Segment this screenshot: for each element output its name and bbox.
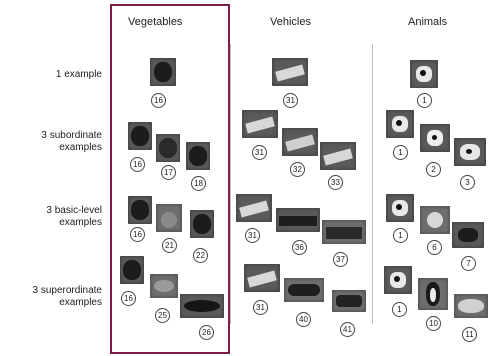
item-number-badge: 31 bbox=[283, 93, 298, 108]
item-number-badge: 21 bbox=[162, 238, 177, 253]
item-number-badge: 16 bbox=[121, 291, 136, 306]
dog-thumbnail-icon bbox=[410, 60, 438, 88]
item-number-badge: 32 bbox=[290, 162, 305, 177]
column-title-animals: Animals bbox=[408, 16, 448, 28]
dog-thumbnail-icon bbox=[386, 194, 414, 222]
item-number-badge: 36 bbox=[292, 240, 307, 255]
pepper-thumbnail-icon bbox=[156, 134, 180, 162]
dog-thumbnail-icon bbox=[386, 110, 414, 138]
truck-thumbnail-icon bbox=[282, 128, 318, 156]
motorcycle-thumbnail-icon bbox=[284, 278, 324, 302]
truck-thumbnail-icon bbox=[236, 194, 272, 222]
item-number-badge: 22 bbox=[193, 248, 208, 263]
item-number-badge: 40 bbox=[296, 312, 311, 327]
row-label-subordinate: 3 subordinate examples bbox=[41, 130, 102, 153]
pepper-thumbnail-icon bbox=[150, 58, 176, 86]
item-number-badge: 31 bbox=[252, 145, 267, 160]
vegetable-thumbnail-icon bbox=[156, 204, 182, 232]
pepper-thumbnail-icon bbox=[128, 196, 152, 224]
item-number-badge: 16 bbox=[151, 93, 166, 108]
item-number-badge: 1 bbox=[393, 145, 408, 160]
item-number-badge: 10 bbox=[426, 316, 441, 331]
truck-thumbnail-icon bbox=[322, 220, 366, 244]
truck-thumbnail-icon bbox=[272, 58, 308, 86]
item-number-badge: 33 bbox=[328, 175, 343, 190]
item-number-badge: 37 bbox=[333, 252, 348, 267]
dog-thumbnail-icon bbox=[384, 266, 412, 294]
vehicle-thumbnail-icon bbox=[332, 290, 366, 312]
item-number-badge: 2 bbox=[426, 162, 441, 177]
vegetables-highlight-box bbox=[110, 4, 230, 354]
item-number-badge: 3 bbox=[460, 175, 475, 190]
truck-thumbnail-icon bbox=[276, 208, 320, 232]
pepper-thumbnail-icon bbox=[190, 210, 214, 238]
pepper-thumbnail-icon bbox=[186, 142, 210, 170]
item-number-badge: 7 bbox=[461, 256, 476, 271]
item-number-badge: 1 bbox=[392, 302, 407, 317]
item-number-badge: 26 bbox=[199, 325, 214, 340]
dog-thumbnail-icon bbox=[420, 124, 450, 152]
row-label-one-example: 1 example bbox=[55, 69, 102, 80]
column-title-vehicles: Vehicles bbox=[270, 16, 311, 28]
eggplant-thumbnail-icon bbox=[180, 294, 224, 318]
item-number-badge: 18 bbox=[191, 176, 206, 191]
row-label-superordinate: 3 superordinate examples bbox=[32, 285, 103, 308]
item-number-badge: 31 bbox=[245, 228, 260, 243]
item-number-badge: 1 bbox=[393, 228, 408, 243]
truck-thumbnail-icon bbox=[320, 142, 356, 170]
item-number-badge: 25 bbox=[155, 308, 170, 323]
item-number-badge: 16 bbox=[130, 157, 145, 172]
vegetable-thumbnail-icon bbox=[150, 274, 178, 298]
pepper-thumbnail-icon bbox=[120, 256, 144, 284]
dog-thumbnail-icon bbox=[454, 138, 486, 166]
item-number-badge: 1 bbox=[417, 93, 432, 108]
item-number-badge: 16 bbox=[130, 227, 145, 242]
truck-thumbnail-icon bbox=[242, 110, 278, 138]
divider-animals bbox=[372, 44, 373, 324]
row-label-basic-level: 3 basic-level examples bbox=[46, 205, 102, 228]
column-title-vegetables: Vegetables bbox=[128, 16, 183, 28]
pepper-thumbnail-icon bbox=[128, 122, 152, 150]
item-number-badge: 41 bbox=[340, 322, 355, 337]
penguin-thumbnail-icon bbox=[418, 278, 448, 310]
item-number-badge: 17 bbox=[161, 165, 176, 180]
divider-vehicles bbox=[230, 44, 231, 324]
animal-thumbnail-icon bbox=[454, 294, 488, 318]
truck-thumbnail-icon bbox=[244, 264, 280, 292]
animal-thumbnail-icon bbox=[420, 206, 450, 234]
item-number-badge: 6 bbox=[427, 240, 442, 255]
item-number-badge: 31 bbox=[253, 300, 268, 315]
item-number-badge: 11 bbox=[462, 327, 477, 342]
animal-thumbnail-icon bbox=[452, 222, 484, 248]
